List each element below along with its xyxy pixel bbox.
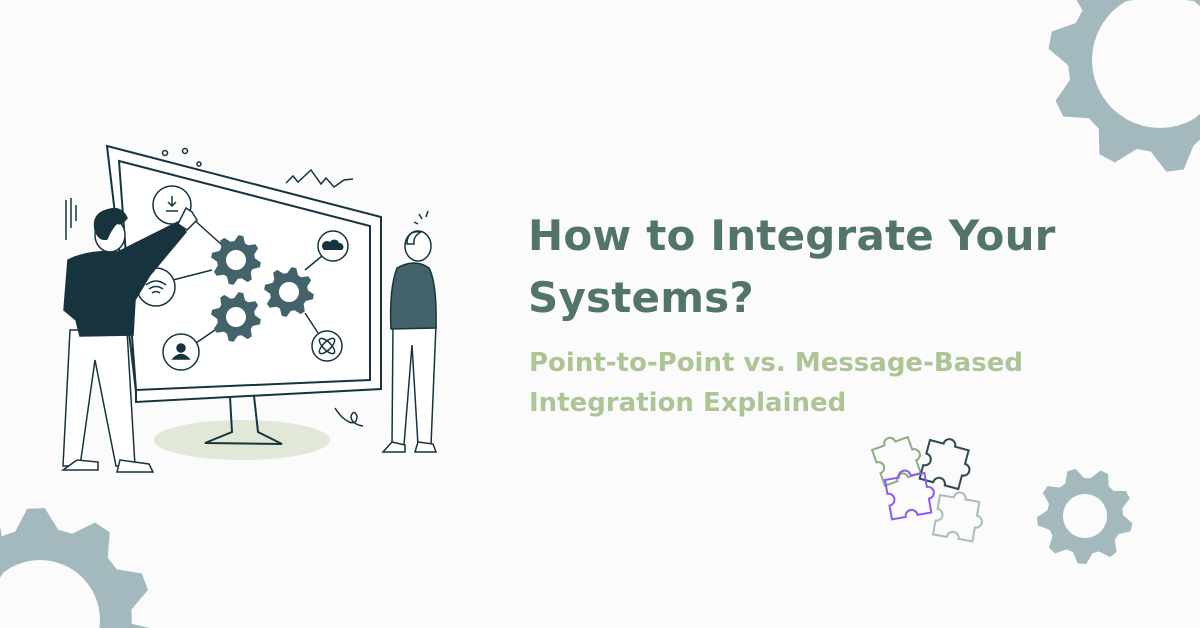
puzzle-pieces bbox=[870, 435, 983, 543]
puzzle-piece-icon bbox=[883, 469, 935, 521]
page-subtitle: Point-to-Point vs. Message-Based Integra… bbox=[529, 348, 1023, 418]
person-right bbox=[381, 230, 438, 453]
puzzle-piece-icon bbox=[931, 491, 983, 543]
cloud-upload-icon bbox=[317, 230, 349, 262]
floor-shadow bbox=[154, 420, 330, 460]
gear-icon bbox=[1037, 468, 1133, 564]
puzzle-piece-icon bbox=[918, 438, 971, 491]
user-icon bbox=[162, 333, 200, 371]
page-title: How to Integrate Your Systems? bbox=[528, 211, 1056, 322]
connector-lines bbox=[172, 217, 323, 346]
gear-icon bbox=[1048, 0, 1200, 172]
gear-icon bbox=[211, 292, 261, 342]
gear-icon bbox=[0, 508, 150, 628]
screen-gears bbox=[211, 235, 314, 342]
doodles bbox=[65, 147, 429, 427]
gear-icon bbox=[211, 235, 261, 285]
download-icon bbox=[152, 185, 192, 225]
atom-icon bbox=[311, 330, 343, 362]
gear-icon bbox=[264, 267, 314, 317]
person-left bbox=[60, 206, 198, 473]
